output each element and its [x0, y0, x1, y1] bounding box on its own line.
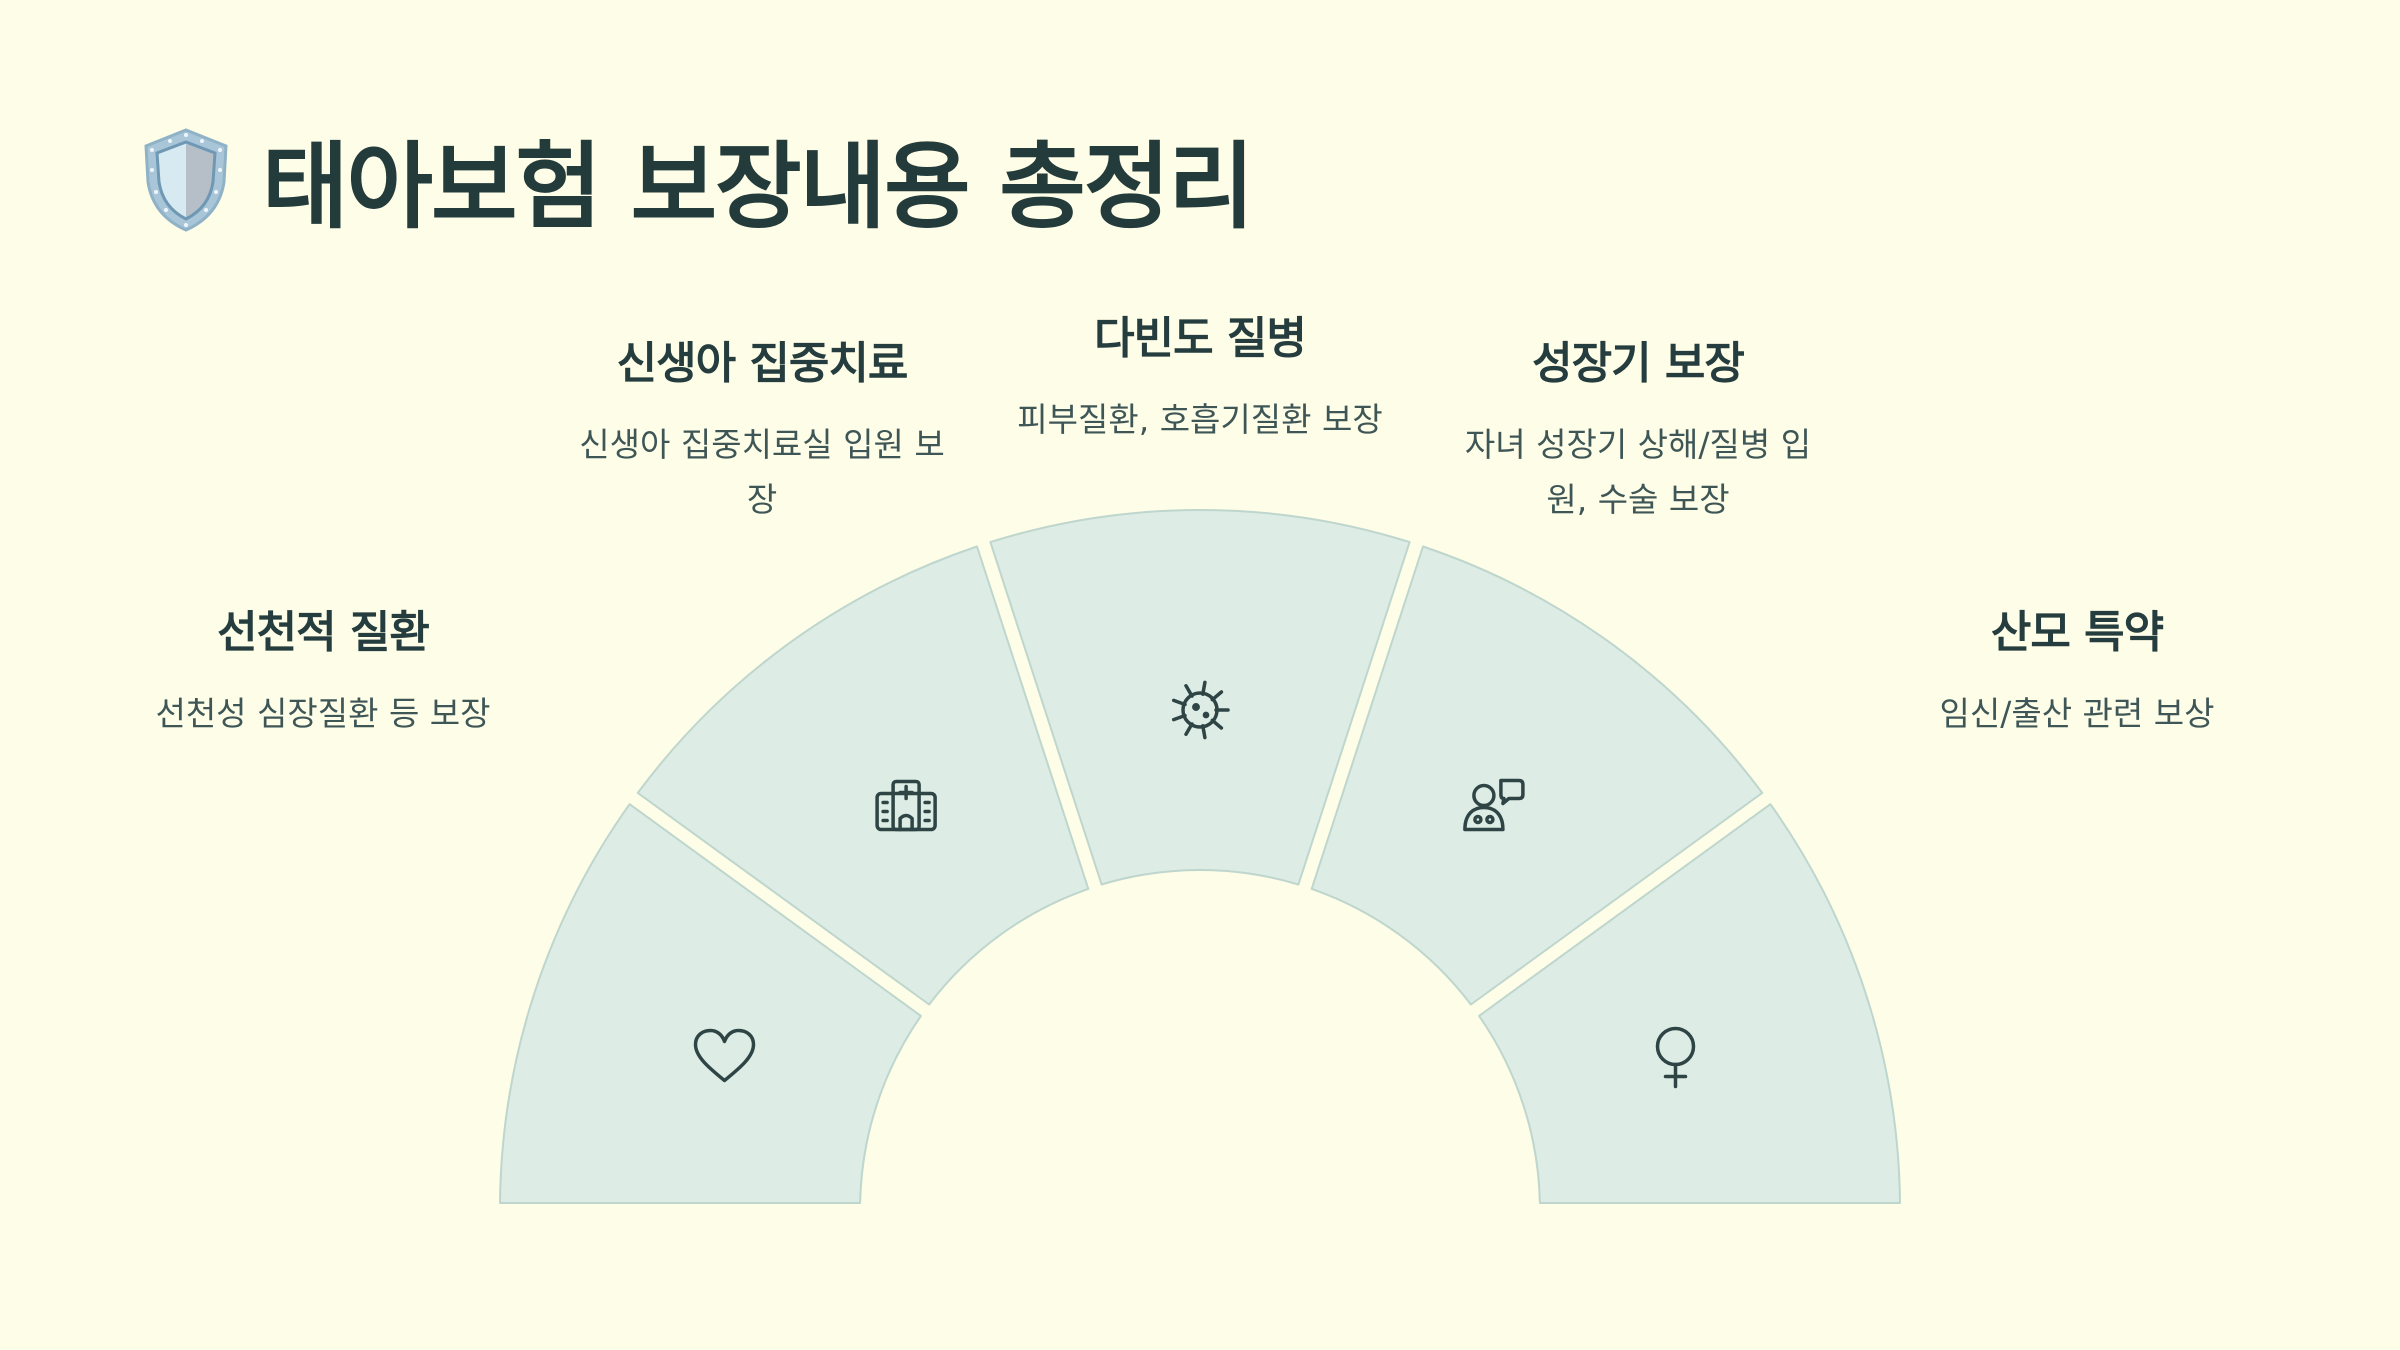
- segment-description: 임신/출산 관련 보상: [1939, 694, 2215, 733]
- segment-label-growth: 성장기 보장 자녀 성장기 상해/질병 입원, 수술 보장: [1448, 327, 1828, 527]
- arc-segment: [636, 545, 1090, 1006]
- segment-description: 자녀 성장기 상해/질병 입원, 수술 보장: [1464, 425, 1812, 519]
- shield-icon: [144, 128, 228, 232]
- segment-title: 다빈도 질병: [1094, 313, 1307, 364]
- segment-title: 신생아 집중치료: [616, 338, 909, 389]
- arc-segment: [1478, 803, 1901, 1204]
- virus-icon: [1171, 680, 1230, 740]
- segment-label-common-disease: 다빈도 질병 피부질환, 호흡기질환 보장: [990, 302, 1410, 447]
- arc-segment: [1310, 545, 1764, 1006]
- heart-icon: [693, 1028, 756, 1083]
- segment-label-maternal: 산모 특약 임신/출산 관련 보상: [1887, 596, 2267, 741]
- doctor-consultation-icon: [1463, 778, 1525, 832]
- segment-label-congenital: 선천적 질환 선천성 심장질환 등 보장: [133, 596, 513, 741]
- segment-description: 신생아 집중치료실 입원 보장: [579, 425, 945, 519]
- segment-description: 피부질환, 호흡기질환 보장: [1017, 400, 1383, 439]
- arc-segment: [499, 803, 922, 1204]
- segment-label-neonatal: 신생아 집중치료 신생아 집중치료실 입원 보장: [567, 327, 957, 527]
- segment-description: 선천성 심장질환 등 보장: [155, 694, 491, 733]
- arc-segment: [989, 508, 1411, 886]
- page-title: 태아보험 보장내용 총정리: [262, 133, 1255, 242]
- segment-title: 선천적 질환: [217, 607, 430, 658]
- female-icon: [1655, 1026, 1696, 1089]
- segment-title: 성장기 보장: [1532, 338, 1745, 389]
- title-area: 태아보험 보장내용 총정리: [140, 126, 1255, 242]
- hospital-icon: [875, 779, 937, 832]
- segment-title: 산모 특약: [1990, 607, 2164, 658]
